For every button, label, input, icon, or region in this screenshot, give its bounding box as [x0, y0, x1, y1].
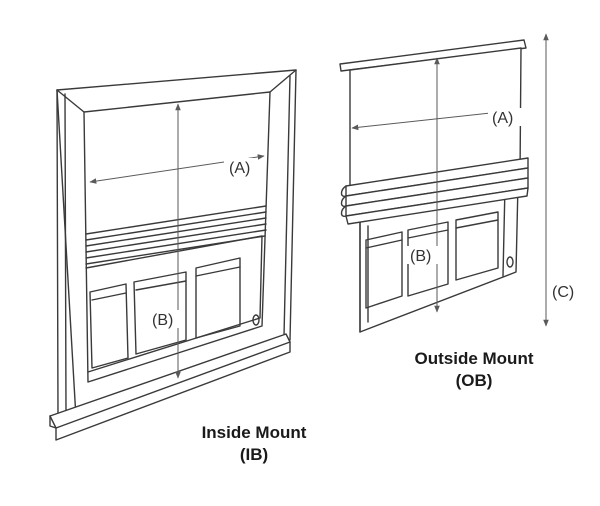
- outside-mount-illustration: (A) (B) (C): [339, 33, 584, 333]
- outside-window-panes: [365, 211, 514, 309]
- outside-mount-caption: Outside Mount: [415, 349, 534, 368]
- inside-window-panes: [85, 235, 263, 373]
- inside-width-label: (A): [229, 160, 250, 177]
- inside-mount-illustration: (A) (B): [49, 69, 297, 441]
- outside-width-label: (A): [492, 110, 513, 127]
- outside-projection-label: (C): [552, 284, 574, 301]
- inside-mount-caption: Inside Mount: [202, 423, 307, 442]
- outside-mount-code: (OB): [456, 371, 493, 390]
- inside-height-label: (B): [152, 312, 173, 329]
- outside-height-label: (B): [410, 248, 431, 265]
- inside-mount-code: (IB): [240, 445, 268, 464]
